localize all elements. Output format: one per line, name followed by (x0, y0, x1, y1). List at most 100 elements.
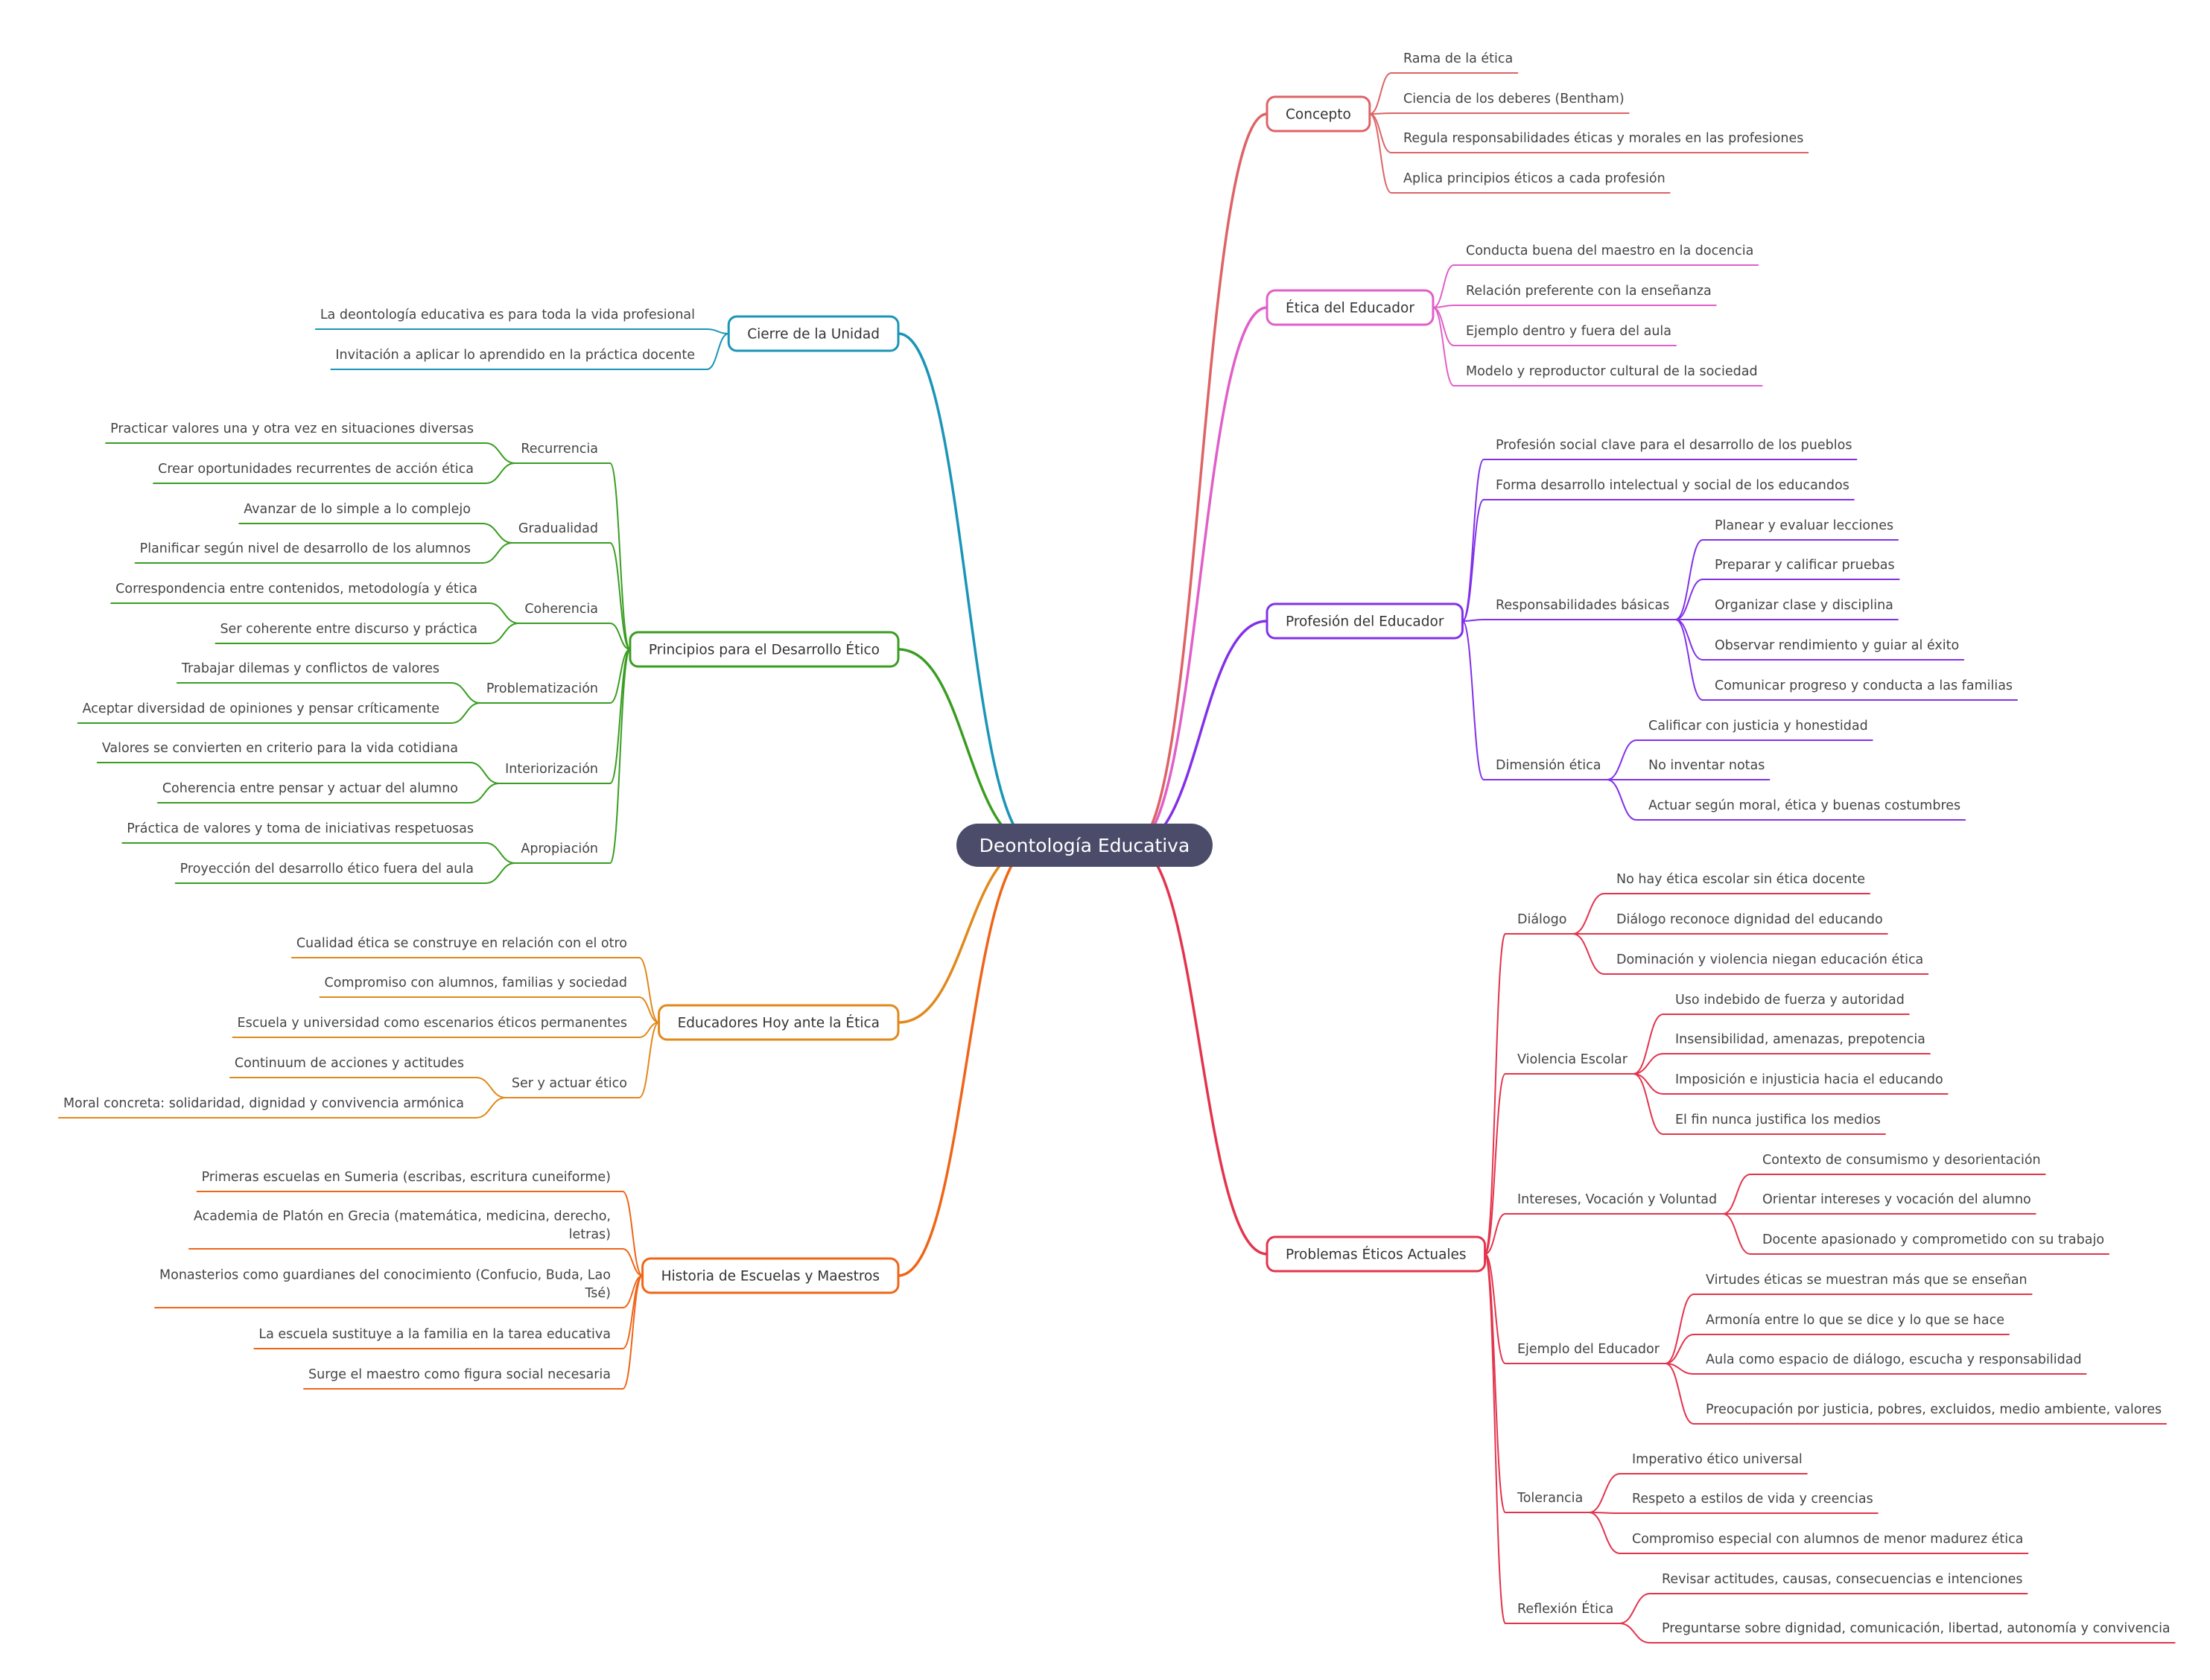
connector-layer (57, 72, 2176, 1644)
branch-label: Educadores Hoy ante la Ética (678, 1015, 880, 1031)
connector (1664, 1334, 1695, 1364)
connector (1484, 1253, 1506, 1624)
connector (609, 462, 631, 650)
connector (482, 523, 513, 544)
leaf-text: La deontología educativa es para toda la… (320, 308, 695, 322)
leaf-text: Actuar según moral, ética y buenas costu… (1648, 798, 1960, 813)
leaf-text: Modelo y reproductor cultural de la soci… (1466, 364, 1758, 379)
connector (1572, 893, 1605, 935)
branch-principios-desarrollo: Principios para el Desarrollo Ético (629, 631, 900, 668)
leaf-text: Monasterios como guardianes del conocimi… (159, 1268, 611, 1283)
connector (1432, 307, 1455, 346)
connector (1588, 1512, 1621, 1554)
connector (485, 462, 516, 484)
leaf-text: Insensibilidad, amenazas, prepotencia (1675, 1032, 1925, 1047)
connector (451, 682, 481, 704)
leaf-text: Orientar intereses y vocación del alumno (1762, 1192, 2031, 1207)
connector (1572, 933, 1605, 975)
leaf-text: Escuela y universidad como escenarios ét… (238, 1016, 627, 1031)
connector (609, 623, 631, 650)
leaf-text: Compromiso especial con alumnos de menor… (1632, 1532, 2023, 1547)
leaf-text: Ejemplo dentro y fuera del aula (1466, 324, 1671, 339)
leaf-text: Tsé) (584, 1286, 611, 1301)
leaf-text: Regula responsabilidades éticas y morale… (1403, 131, 1803, 146)
connector (1484, 1253, 1506, 1513)
subtopic-text: Problematización (486, 681, 598, 696)
leaf-text: Virtudes éticas se muestran más que se e… (1706, 1273, 2028, 1288)
subtopic-text: Apropiación (521, 841, 598, 856)
leaf-text: Diálogo reconoce dignidad del educando (1616, 912, 1883, 927)
connector (706, 328, 730, 334)
root-title: Deontología Educativa (979, 835, 1190, 856)
leaf-text: Preocupación por justicia, pobres, exclu… (1706, 1402, 2162, 1417)
subtopic-text: Ejemplo del Educador (1517, 1342, 1660, 1357)
connector (1664, 1363, 1695, 1425)
leaf-text: Moral concreta: solidaridad, dignidad y … (63, 1096, 464, 1111)
leaf-text: Avanzar de lo simple a lo complejo (244, 502, 471, 517)
connector (897, 844, 1037, 1024)
leaf-text: Observar rendimiento y guiar al éxito (1715, 638, 1959, 653)
subtopic-text: Dimensión ética (1496, 758, 1601, 773)
branch-etica-educador: Ética del Educador (1266, 289, 1435, 326)
subtopic-text: Intereses, Vocación y Voluntad (1517, 1192, 1717, 1207)
subtopic-text: Coherencia (524, 602, 598, 617)
connector (897, 332, 1037, 847)
branch-box (727, 315, 900, 352)
leaf-text: Cualidad ética se construye en relación … (296, 936, 627, 951)
leaf-text: Organizar clase y disciplina (1715, 598, 1893, 613)
connector (897, 844, 1037, 1277)
connector (485, 842, 516, 864)
leaf-text: Surge el maestro como figura social nece… (308, 1367, 611, 1382)
connector (1619, 1623, 1651, 1644)
connector (489, 602, 520, 624)
connector (1632, 1073, 1664, 1135)
leaf-text: Planificar según nivel de desarrollo de … (140, 541, 471, 556)
connector (1722, 1174, 1751, 1215)
branch-historia-escuelas: Historia de Escuelas y Maestros (641, 1257, 900, 1294)
leaf-text: Aceptar diversidad de opiniones y pensar… (83, 701, 439, 716)
connector (1432, 264, 1455, 308)
branch-profesion-educador: Profesión del Educador (1266, 602, 1464, 640)
connector (638, 996, 660, 1023)
connector (1132, 620, 1268, 847)
connector (1132, 112, 1268, 847)
connector (1368, 72, 1392, 115)
connector (475, 1077, 507, 1098)
leaf-text: Aplica principios éticos a cada profesió… (1403, 171, 1666, 186)
leaf-text: No inventar notas (1648, 758, 1765, 773)
connector (1632, 1014, 1664, 1075)
branch-box (1266, 1235, 1487, 1273)
connector (475, 1097, 507, 1119)
branch-label: Ética del Educador (1286, 300, 1414, 316)
branch-label: Profesión del Educador (1286, 614, 1444, 630)
leaf-text: Rama de la ética (1403, 51, 1513, 66)
branch-box (1266, 602, 1464, 640)
connector (469, 762, 501, 784)
connector (1132, 306, 1268, 847)
leaf-text: Primeras escuelas en Sumeria (escribas, … (202, 1170, 611, 1185)
connector (1674, 579, 1703, 620)
leaf-text: Forma desarrollo intelectual y social de… (1496, 478, 1849, 493)
leaf-text: Imperativo ético universal (1632, 1452, 1803, 1467)
connector (1132, 844, 1268, 1256)
leaf-text: Preparar y calificar pruebas (1715, 558, 1895, 573)
subtopic-text: Recurrencia (521, 442, 598, 456)
branch-box (1266, 95, 1371, 133)
connector (1664, 1294, 1695, 1364)
leaf-text: Continuum de acciones y actitudes (235, 1056, 464, 1071)
root-node: Deontología Educativa (956, 824, 1213, 867)
subtopic-text: Tolerancia (1517, 1491, 1583, 1506)
connector (451, 702, 481, 724)
connector (1674, 619, 1703, 661)
connector (1619, 1593, 1651, 1624)
leaf-text: Armonía entre lo que se dice y lo que se… (1706, 1313, 2004, 1328)
branch-box (658, 1004, 900, 1041)
leaf-text: letras) (569, 1227, 611, 1242)
leaf-text: Ciencia de los deberes (Bentham) (1403, 92, 1625, 106)
branch-concepto: Concepto (1266, 95, 1371, 133)
subtopic-text: Interiorización (505, 762, 598, 777)
connector (1484, 1253, 1506, 1364)
branch-problemas-eticos: Problemas Éticos Actuales (1266, 1235, 1487, 1273)
